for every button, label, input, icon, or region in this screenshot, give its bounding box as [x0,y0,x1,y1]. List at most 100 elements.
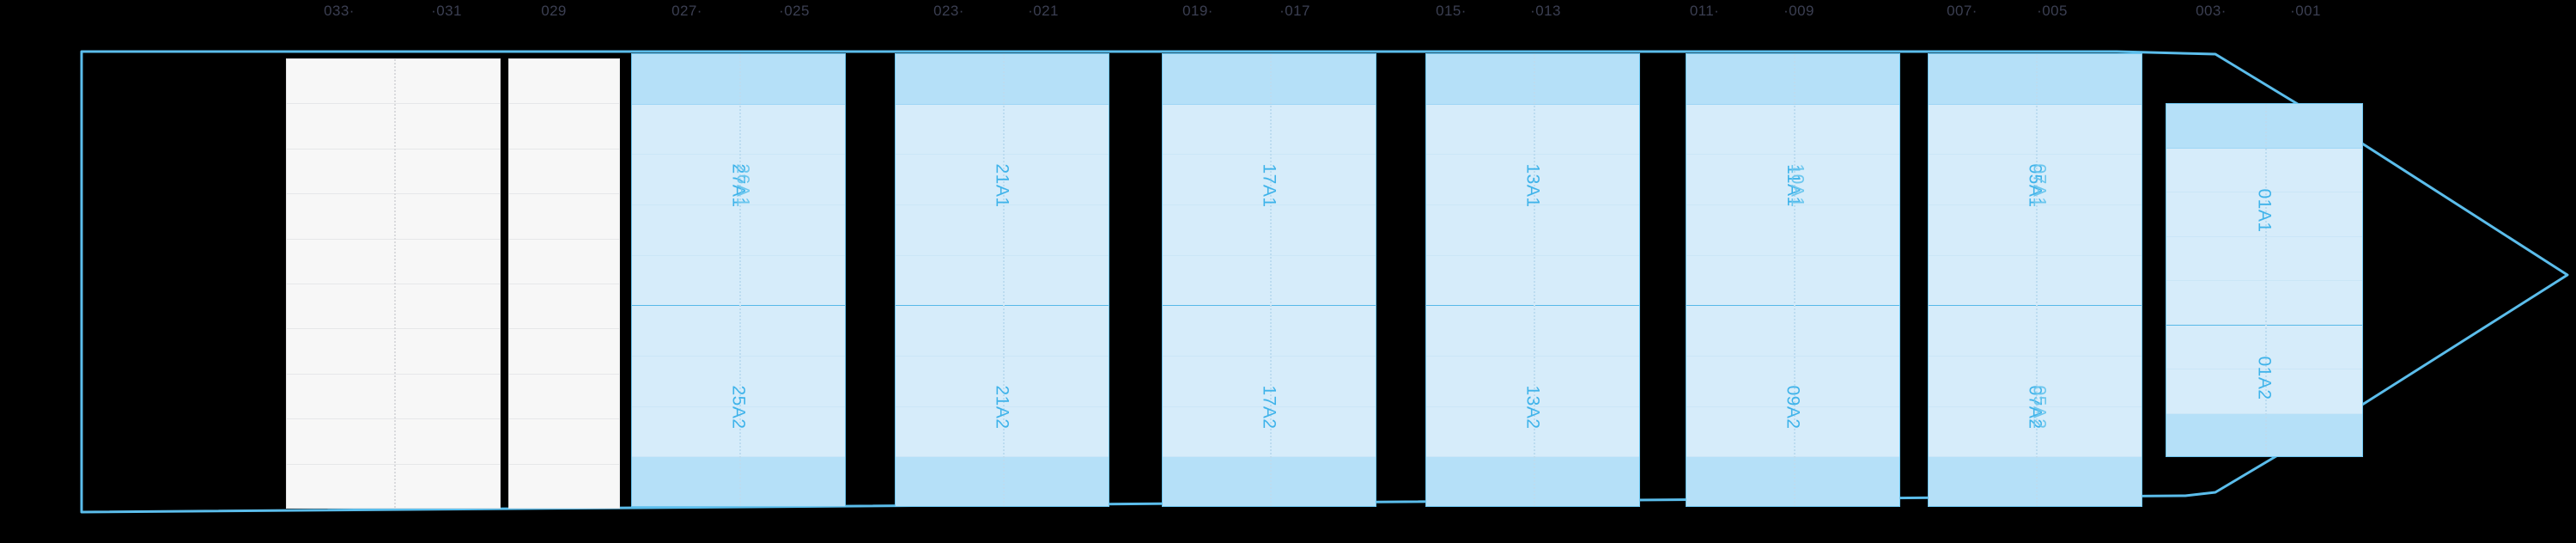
deck-tier-row[interactable] [632,457,845,506]
tier-row[interactable] [287,149,500,195]
deck-tier-row[interactable] [1426,457,1639,506]
hold-tier-row[interactable] [2166,236,2362,281]
tier-row[interactable] [509,284,619,330]
bay-029[interactable] [508,58,620,509]
hold-tier-row[interactable] [632,255,845,307]
hold-tier-row[interactable] [1686,104,1899,156]
hold-tier-row[interactable] [1686,205,1899,256]
hold-tier-row[interactable] [896,406,1109,458]
hold-tier-row[interactable] [896,255,1109,307]
hold-tier-row[interactable] [1426,306,1639,357]
hold-tier-row[interactable] [1426,255,1639,307]
hold-tier-row[interactable] [632,406,845,458]
hold-tier-row[interactable] [2166,369,2362,414]
deck-tier-row[interactable] [896,54,1109,105]
deck-tier-row[interactable] [1686,457,1899,506]
hold-tier-row[interactable] [896,155,1109,205]
ruler-tick-031: ·031 [431,3,462,19]
deck-tier-row[interactable] [1686,54,1899,105]
hold-tier-row[interactable] [1929,205,2142,256]
hold-tier-row[interactable] [896,306,1109,357]
deck-tier-row[interactable] [1426,54,1639,105]
deck-tier-row[interactable] [2166,413,2362,456]
tier-row[interactable] [287,104,500,149]
bay-center-divider [739,54,741,506]
tier-row[interactable] [287,464,500,508]
ruler-tick-005: ·005 [2037,3,2068,19]
hold-tier-row[interactable] [1686,155,1899,205]
hold-tier-row[interactable] [1426,357,1639,407]
hold-tier-row[interactable] [2166,281,2362,326]
hold-tier-row[interactable] [896,357,1109,407]
tier-row[interactable] [509,149,619,195]
ruler-tick-007: 007· [1947,3,1978,19]
tier-row[interactable] [509,104,619,149]
hold-tier-row[interactable] [1929,357,2142,407]
hold-tier-row[interactable] [1163,306,1376,357]
tier-row[interactable] [509,59,619,105]
bay-center-divider [1794,54,1795,506]
deck-tier-row[interactable] [2166,104,2362,149]
tier-row[interactable] [509,464,619,508]
hold-tier-row[interactable] [1426,406,1639,458]
bay-033-031[interactable] [286,58,501,509]
tier-row[interactable] [509,374,619,420]
deck-tier-row[interactable] [1163,54,1376,105]
hold-tier-row[interactable] [1163,155,1376,205]
hold-tier-row[interactable] [896,104,1109,156]
tier-row[interactable] [287,419,500,465]
hold-tier-row[interactable] [1686,306,1899,357]
hold-tier-row[interactable] [1929,406,2142,458]
hold-tier-row[interactable] [632,104,845,156]
tier-row[interactable] [509,419,619,465]
hold-tier-row[interactable] [1426,155,1639,205]
hold-tier-row[interactable] [1163,255,1376,307]
ruler-tick-021: ·021 [1028,3,1059,19]
deck-tier-row[interactable] [1929,54,2142,105]
tier-row[interactable] [509,239,619,284]
hold-tier-row[interactable] [1163,205,1376,256]
tier-row[interactable] [287,329,500,375]
hold-tier-row[interactable] [632,155,845,205]
hold-tier-row[interactable] [1929,104,2142,156]
tier-row[interactable] [287,374,500,420]
hold-tier-row[interactable] [1929,306,2142,357]
tier-row[interactable] [287,194,500,240]
ruler-tick-001: ·001 [2290,3,2321,19]
tier-row[interactable] [287,59,500,105]
hold-tier-row[interactable] [2166,192,2362,237]
tier-row[interactable] [509,194,619,240]
hold-tier-row[interactable] [896,205,1109,256]
tier-row[interactable] [509,329,619,375]
tier-row[interactable] [287,284,500,330]
deck-tier-row[interactable] [1163,457,1376,506]
hold-tier-row[interactable] [1929,155,2142,205]
hold-tier-row[interactable] [2166,148,2362,192]
ruler-tick-009: ·009 [1783,3,1814,19]
hold-tier-row[interactable] [632,357,845,407]
hold-tier-row[interactable] [632,205,845,256]
hold-tier-row[interactable] [1163,104,1376,156]
deck-tier-row[interactable] [632,54,845,105]
hold-tier-row[interactable] [1686,357,1899,407]
hold-tier-row[interactable] [1686,406,1899,458]
hold-tier-row[interactable] [1163,357,1376,407]
hold-tier-row[interactable] [1929,255,2142,307]
hold-tier-row[interactable] [2166,325,2362,369]
hold-tier-row[interactable] [632,306,845,357]
deck-tier-row[interactable] [1929,457,2142,506]
hold-tier-row[interactable] [1426,104,1639,156]
hold-tier-row[interactable] [1163,406,1376,458]
tier-row[interactable] [287,239,500,284]
deck-tier-row[interactable] [896,457,1109,506]
hold-tier-row[interactable] [1686,255,1899,307]
hold-tier-row[interactable] [1426,205,1639,256]
